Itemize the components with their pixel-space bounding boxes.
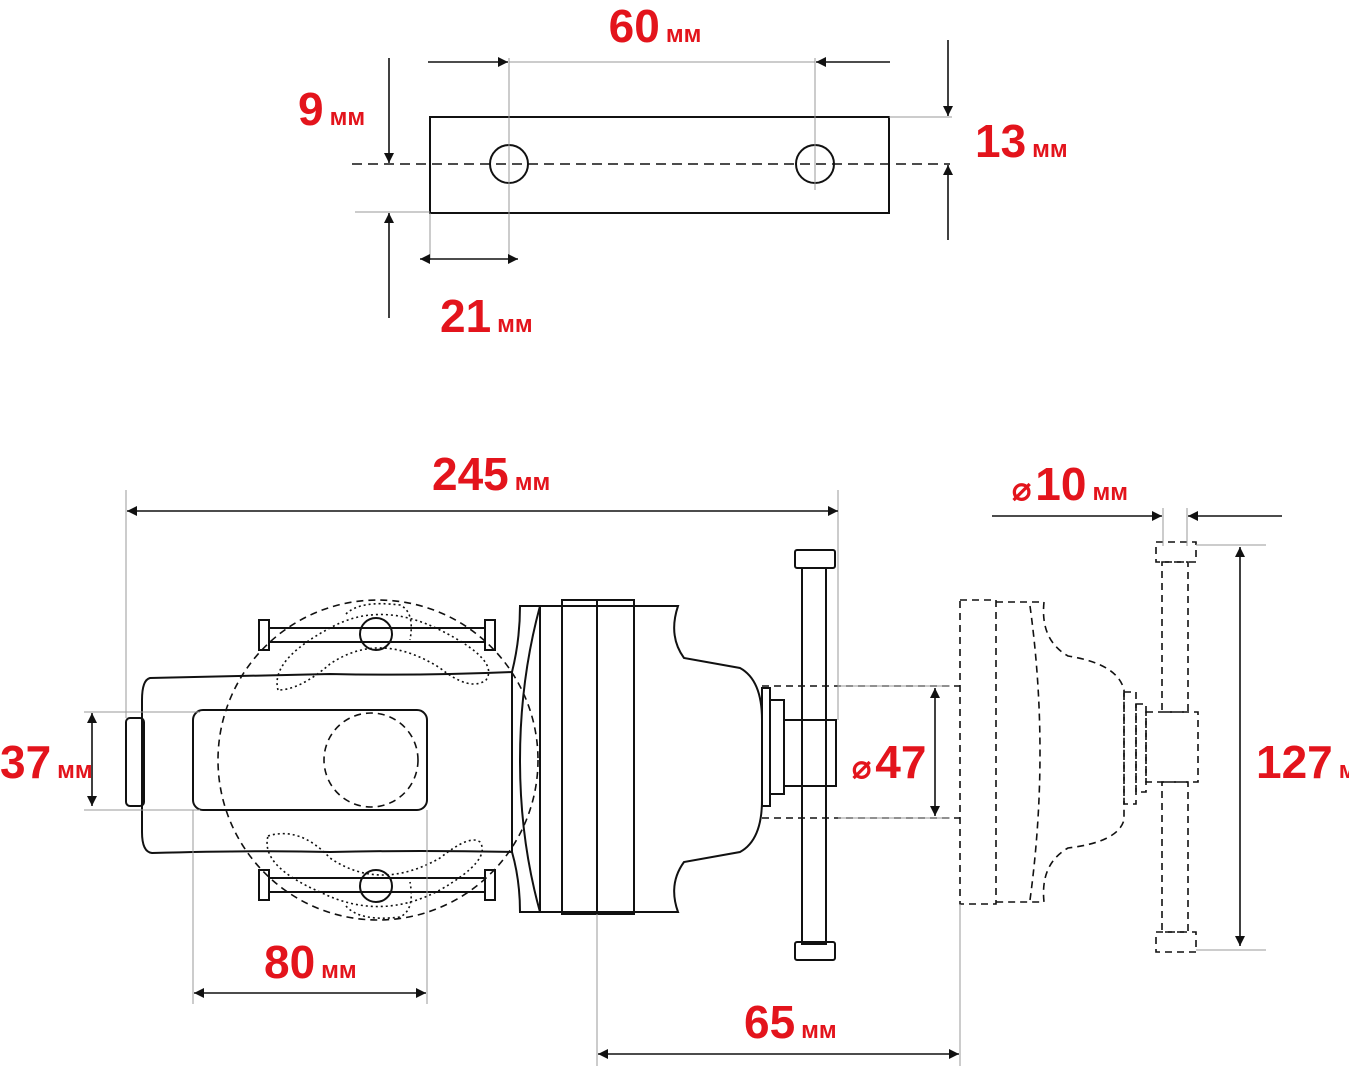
hidden-bore	[323, 712, 419, 808]
piston-head	[959, 599, 997, 905]
frame-neck	[511, 605, 542, 913]
tool-frame	[141, 670, 513, 855]
hub-flange-2	[769, 699, 785, 795]
hub-flange-1	[761, 687, 771, 807]
t-handle-cap-bottom	[794, 941, 836, 961]
dim-label-handle-length: 127мм	[1256, 736, 1349, 788]
hub-block	[783, 719, 837, 787]
dim-label-piston-diameter: ⌀47	[852, 736, 926, 788]
t-handle-shaft	[801, 567, 827, 945]
adapter-plate	[429, 116, 890, 214]
frame-end-knob	[125, 717, 145, 807]
separate-t-handle	[1145, 541, 1199, 953]
top-adjuster	[258, 602, 496, 691]
jaw-slot	[192, 709, 428, 811]
drum-body	[539, 605, 763, 913]
piston-cap	[1123, 691, 1137, 805]
t-handle-cap-top	[794, 549, 836, 569]
bottom-adjuster	[258, 832, 496, 919]
jaw-swing-circle	[217, 599, 539, 921]
